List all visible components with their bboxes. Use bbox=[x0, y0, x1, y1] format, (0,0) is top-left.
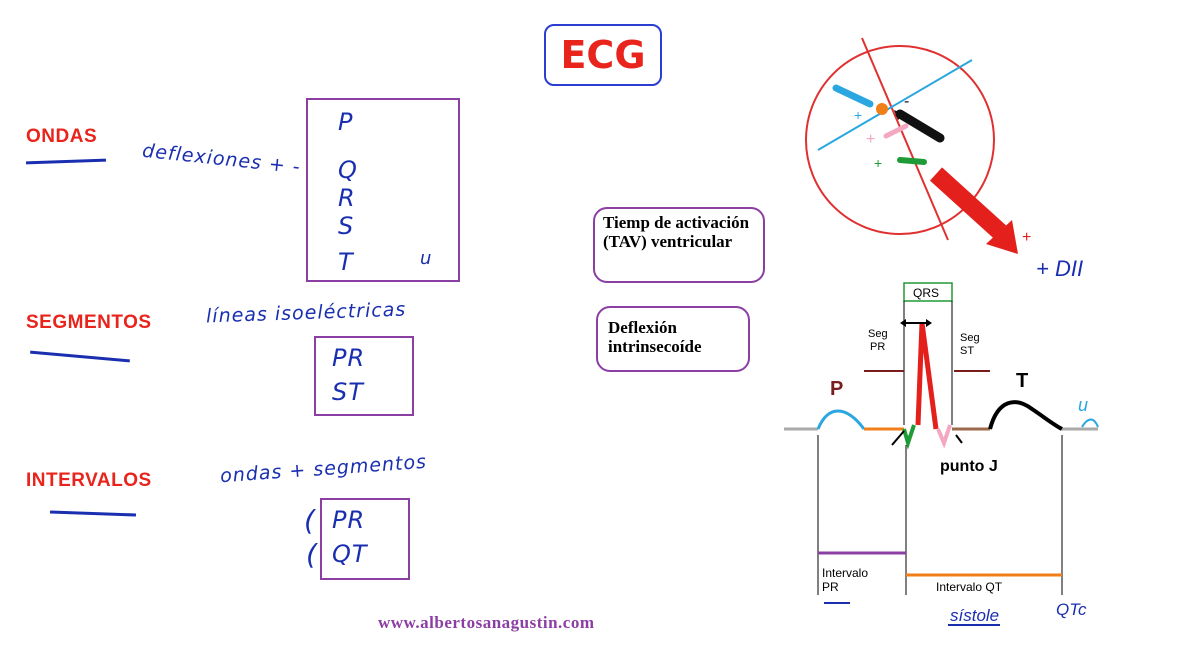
seg-st-label-1: Seg bbox=[960, 332, 980, 344]
ondas-underline bbox=[25, 158, 107, 165]
t-label: T bbox=[1016, 370, 1028, 392]
segmentos-underline bbox=[30, 350, 130, 363]
wave-s: S bbox=[338, 212, 355, 240]
plus-blue: + bbox=[854, 107, 862, 123]
perpendicular-line bbox=[861, 37, 949, 241]
axis-circle bbox=[805, 45, 995, 235]
green-arrow bbox=[897, 157, 927, 165]
page-title: ECG bbox=[544, 24, 662, 86]
tav-arrowhead-right bbox=[926, 319, 932, 327]
qrs-box bbox=[903, 282, 953, 302]
intervalo-qt-item: QT bbox=[332, 540, 368, 568]
j-pointer bbox=[955, 434, 963, 444]
seg-pr-label-2: PR bbox=[870, 341, 885, 353]
wave-r: R bbox=[338, 184, 356, 212]
deflexion-box: Deflexión intrinsecoíde bbox=[596, 306, 750, 372]
intervalos-underline bbox=[49, 510, 137, 517]
minus-black: - bbox=[904, 93, 909, 110]
website-link[interactable]: www.albertosanagustin.com bbox=[378, 613, 595, 632]
wave-u: u bbox=[420, 248, 433, 269]
pink-arrow bbox=[883, 123, 909, 139]
wave-q: Q bbox=[338, 156, 358, 184]
ecg-diagram: QRS Seg PR Seg ST P T u punto J Interval… bbox=[784, 282, 1099, 626]
p-wave bbox=[816, 409, 866, 430]
intervalo-pr-label-1: Intervalo bbox=[822, 566, 868, 580]
tav-arrowhead-left bbox=[900, 319, 906, 327]
qrs-label: QRS bbox=[913, 286, 939, 300]
black-arrowhead bbox=[894, 110, 904, 120]
ondas-description: deflexiones + - bbox=[141, 139, 302, 179]
plus-red: + bbox=[1022, 229, 1031, 246]
tav-box: Tiemp de activación (TAV) ventricular bbox=[593, 207, 765, 283]
intervalos-box: PR QT bbox=[320, 498, 410, 580]
black-arrow bbox=[895, 109, 945, 143]
lead-axis-line bbox=[817, 59, 973, 151]
seg-st-label-2: ST bbox=[960, 345, 974, 357]
q-wave bbox=[902, 424, 916, 450]
s-wave bbox=[936, 424, 952, 449]
intervalos-description: ondas + segmentos bbox=[219, 450, 428, 488]
u-label: u bbox=[1078, 395, 1088, 415]
intervalo-qt-label: Intervalo QT bbox=[936, 580, 1003, 594]
qtc-label: QTc bbox=[1056, 600, 1087, 619]
lead-label: + DII bbox=[1036, 256, 1083, 281]
seg-pr-label-1: Seg bbox=[868, 328, 888, 340]
wave-p: P bbox=[338, 108, 354, 136]
bracket-qt: ( bbox=[306, 538, 318, 571]
q-pointer bbox=[891, 430, 905, 446]
plus-green: + bbox=[874, 155, 882, 171]
segmentos-box: PR ST bbox=[314, 336, 414, 416]
axis-diagram: + - + + + + DII bbox=[805, 37, 1083, 281]
segmento-st: ST bbox=[332, 378, 364, 406]
red-arrow-body bbox=[929, 167, 1007, 239]
segmentos-description: líneas isoeléctricas bbox=[205, 298, 407, 328]
wave-t: T bbox=[338, 248, 354, 276]
segmentos-label: SEGMENTOS bbox=[26, 312, 152, 333]
u-wave bbox=[1081, 418, 1099, 428]
blue-arrow bbox=[832, 84, 874, 108]
punto-j-label: punto J bbox=[940, 458, 998, 475]
red-arrowhead bbox=[986, 220, 1018, 254]
waves-box: P Q R S T u bbox=[306, 98, 460, 282]
origin-dot bbox=[876, 103, 888, 115]
plus-pink: + bbox=[866, 131, 875, 148]
intervalo-pr-item: PR bbox=[332, 506, 366, 534]
intervalo-pr-label-2: PR bbox=[822, 580, 839, 594]
sistole-label: sístole bbox=[950, 606, 999, 625]
intervalos-label: INTERVALOS bbox=[26, 470, 152, 491]
t-wave bbox=[988, 400, 1063, 431]
segmento-pr: PR bbox=[332, 344, 366, 372]
r-wave bbox=[915, 322, 939, 430]
bracket-pr: ( bbox=[304, 504, 316, 537]
ondas-label: ONDAS bbox=[26, 126, 98, 147]
p-label: P bbox=[830, 378, 843, 400]
